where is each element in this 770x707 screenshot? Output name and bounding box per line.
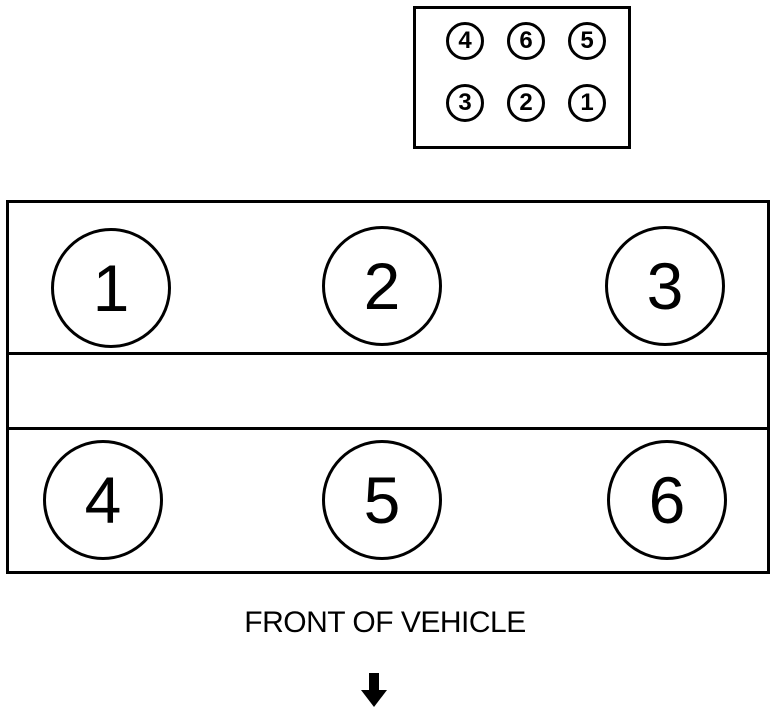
coil-terminal: 3 — [446, 84, 484, 122]
coil-terminal: 6 — [507, 22, 545, 60]
cylinder-number: 3 — [646, 249, 684, 323]
cylinder-number: 5 — [363, 463, 401, 537]
coil-terminal: 5 — [568, 22, 606, 60]
coil-terminal-label: 2 — [519, 89, 533, 116]
cylinder-number: 6 — [648, 463, 686, 537]
coil-terminal-label: 4 — [458, 27, 472, 54]
cylinder-number: 1 — [92, 251, 130, 325]
cylinder: 6 — [607, 440, 727, 560]
cylinder: 3 — [605, 226, 725, 346]
front-of-vehicle-label: FRONT OF VEHICLE — [244, 606, 526, 639]
cylinder: 5 — [322, 440, 442, 560]
cylinder: 2 — [322, 226, 442, 346]
arrow-down-icon — [361, 673, 387, 707]
cylinder: 4 — [43, 440, 163, 560]
coil-terminal-label: 1 — [580, 89, 594, 116]
cylinder-number: 2 — [363, 249, 401, 323]
coil-terminal-label: 3 — [458, 89, 472, 116]
coil-terminal: 4 — [446, 22, 484, 60]
coil-terminal-label: 5 — [580, 27, 594, 54]
cylinder-bank-front — [6, 427, 770, 574]
coil-pack — [413, 6, 631, 149]
cylinder-number: 4 — [84, 463, 122, 537]
engine-center-section — [6, 352, 770, 430]
coil-terminal: 2 — [507, 84, 545, 122]
cylinder: 1 — [51, 228, 171, 348]
coil-terminal: 1 — [568, 84, 606, 122]
coil-terminal-label: 6 — [519, 27, 533, 54]
